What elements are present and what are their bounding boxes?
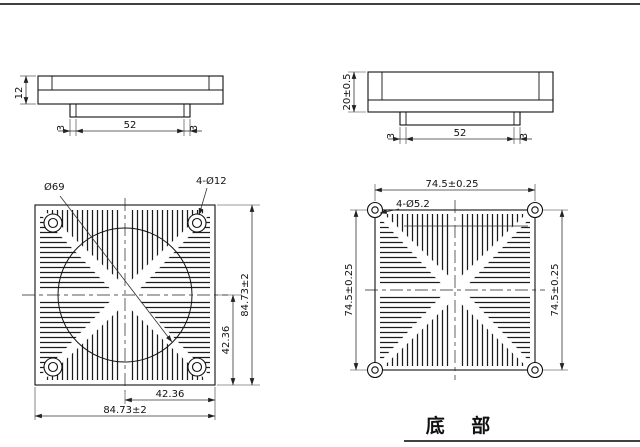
dim-side-b-height: 20±0.5 (342, 73, 353, 110)
label-circle-dia: Ø69 (44, 181, 65, 193)
dim-side-a-right-offset: 3 (189, 125, 200, 131)
dim-side-a-left-offset: 3 (56, 125, 67, 131)
dim-face-b-top: 74.5±0.25 (426, 179, 479, 190)
label-corner-holes-b: 4-Ø5.2 (396, 198, 430, 210)
dim-face-a-height: 84.73±2 (240, 273, 251, 316)
dim-face-b-left: 74.5±0.25 (344, 264, 355, 317)
face-view-b: 4-Ø5.2 74.5±0.25 74.5±0.25 74.5±0.25 底 部 (344, 179, 568, 437)
side-view-a-outline (37, 75, 224, 118)
dim-side-a-base-width: 52 (124, 120, 137, 131)
face-view-b-leaders: 4-Ø5.2 (379, 198, 430, 214)
face-view-a-leaders: Ø69 4-Ø12 (44, 175, 227, 343)
face-view-a: Ø69 4-Ø12 42.36 84.73±2 42.36 84.73±2 (22, 175, 260, 420)
dim-side-b-right-offset: 3 (519, 133, 530, 139)
face-view-a-corner-holes (43, 213, 207, 377)
face-view-b-dimensions: 74.5±0.25 74.5±0.25 74.5±0.25 (344, 179, 568, 371)
face-view-b-corner-holes (366, 201, 544, 379)
side-view-b-dimensions: 20±0.5 3 52 3 (342, 71, 532, 144)
dim-face-a-half-width: 42.36 (156, 389, 185, 400)
face-view-a-dimensions: 42.36 84.73±2 42.36 84.73±2 (34, 204, 260, 420)
dim-face-b-right: 74.5±0.25 (550, 264, 561, 317)
side-view-b: 20±0.5 3 52 3 (342, 71, 554, 144)
face-view-b-centerlines (365, 200, 545, 380)
side-view-a-dimensions: 12 3 52 3 (14, 75, 202, 136)
dim-face-a-half-height: 42.36 (221, 326, 232, 355)
dim-side-b-base-width: 52 (454, 128, 467, 139)
view-caption: 底 部 (426, 414, 501, 437)
face-view-a-centerlines (22, 198, 228, 392)
side-view-a: 12 3 52 3 (14, 75, 224, 136)
sheet-frame (0, 3, 640, 442)
dim-side-a-height: 12 (14, 87, 25, 100)
label-corner-holes-a: 4-Ø12 (196, 175, 227, 187)
side-view-b-outline (367, 71, 554, 126)
dim-side-b-left-offset: 3 (386, 133, 397, 139)
dim-face-a-width: 84.73±2 (103, 405, 146, 416)
